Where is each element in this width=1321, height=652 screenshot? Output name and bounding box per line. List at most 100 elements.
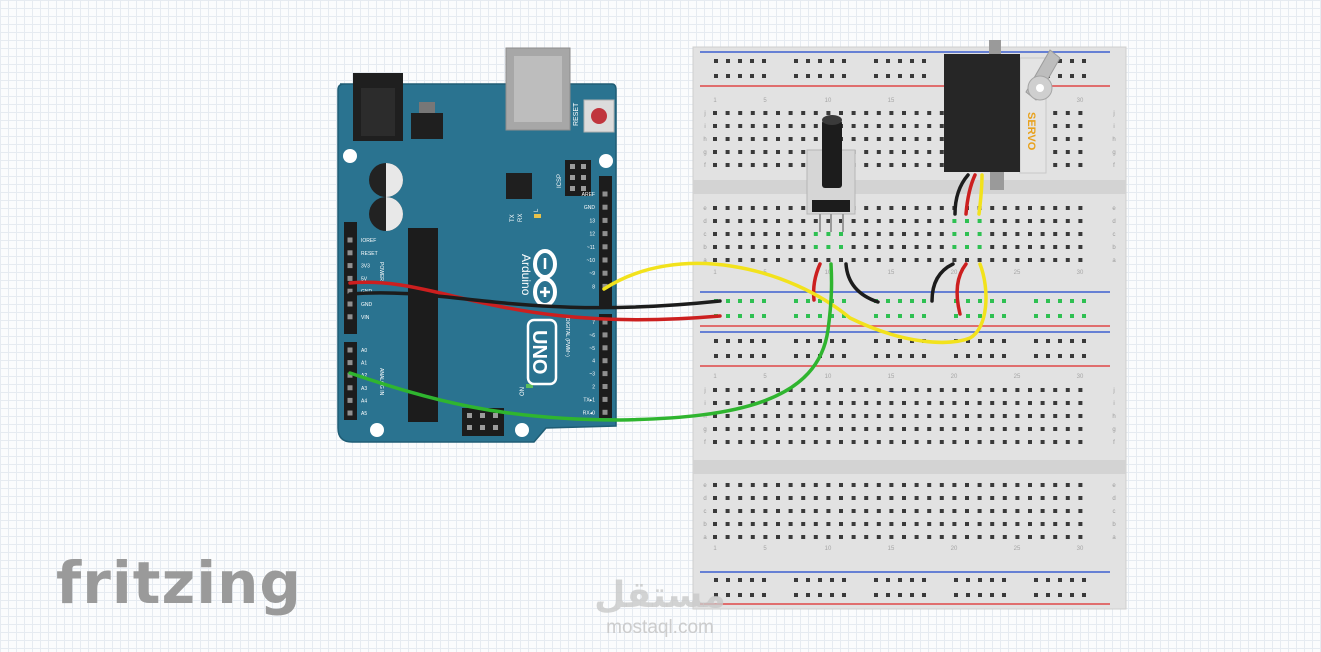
breadboard-hole [1002,483,1007,487]
breadboard-hole [990,219,995,223]
breadboard-hole [713,163,717,167]
breadboard-hole [864,388,869,392]
tx-label: TX [510,214,516,222]
breadboard-hole [965,414,969,418]
breadboard-rail-hole [990,578,994,582]
breadboard-rail-hole [794,59,798,63]
digital-pin [602,231,608,237]
breadboard-hole [1078,496,1083,500]
breadboard-hole [977,522,982,526]
breadboard-hole [813,388,818,392]
breadboard-hole [839,440,843,444]
breadboard-hole [1053,388,1058,392]
breadboard-hole [801,219,806,223]
breadboard-hole [776,137,780,141]
breadboard-rail-hole [794,578,798,582]
breadboard-hole [939,401,944,405]
breadboard-hole [839,535,843,539]
breadboard-hole [876,111,881,115]
breadboard-rail-hole [806,339,810,343]
breadboard-hole [839,496,843,500]
breadboard-hole [788,163,793,167]
arduino-logo [533,249,557,307]
breadboard-rail-hole [990,339,994,343]
breadboard-hole [801,483,806,487]
breadboard-rail-hole [738,74,742,78]
breadboard-hole [902,163,906,167]
breadboard-hole [738,219,743,223]
breadboard-column-number: 15 [888,374,895,380]
potentiometer [806,115,856,232]
breadboard-hole [826,388,831,392]
breadboard-hole [851,232,856,236]
breadboard-rail-hole [874,314,878,318]
breadboard-hole [1040,535,1045,539]
breadboard-hole [927,137,932,141]
breadboard-hole [876,388,881,392]
breadboard-rail-hole [830,339,834,343]
breadboard-rail-hole [1002,339,1006,343]
breadboard-row-letter: f [704,440,706,446]
breadboard-rail-hole [922,593,926,597]
servo-mount-tab [990,172,1004,190]
breadboard-hole [788,206,793,210]
breadboard-row-letter: a [703,258,707,264]
breadboard-hole [977,496,982,500]
breadboard-hole [826,111,831,115]
breadboard-hole [750,388,755,392]
servo-spline [989,40,1001,56]
breadboard-hole [876,440,881,444]
breadboard-hole [1015,401,1020,405]
breadboard-rail-hole [806,578,810,582]
breadboard-hole [713,535,717,539]
servo-lead-brown [953,173,970,216]
breadboard-hole [889,483,894,487]
breadboard-hole [776,206,780,210]
digital-pin [602,371,608,377]
breadboard-hole [1053,258,1058,262]
breadboard-hole [750,535,755,539]
breadboard-hole [738,522,743,526]
breadboard-hole [813,509,818,513]
breadboard-hole [1065,509,1070,513]
breadboard-hole [1002,258,1007,262]
breadboard-hole [839,245,843,249]
breadboard-hole [902,232,906,236]
breadboard-hole [713,245,717,249]
breadboard-rail-hole [922,578,926,582]
reset-button[interactable] [591,108,607,124]
breadboard-rail-hole [874,59,878,63]
dc-power-jack-inner [361,88,395,136]
breadboard-hole [725,414,730,418]
breadboard-hole [1078,440,1083,444]
power-pin [347,275,353,281]
mounting-hole [370,423,384,437]
breadboard-hole [1053,414,1058,418]
breadboard-hole [952,258,957,262]
breadboard-rail-hole [910,593,914,597]
breadboard-hole [1053,124,1058,128]
breadboard-hole [1028,245,1032,249]
breadboard-hole [813,219,818,223]
breadboard-row-letter: b [1112,522,1116,528]
digital-pin-label: ~9 [589,271,595,277]
breadboard-hole [1015,232,1020,236]
breadboard-hole [914,163,919,167]
breadboard-divider-bottom [693,460,1126,474]
breadboard-rail-hole [1058,314,1062,318]
breadboard-hole [1002,401,1007,405]
breadboard-hole [1078,219,1083,223]
breadboard-rail-hole [806,593,810,597]
breadboard-rail-hole [874,339,878,343]
breadboard-hole [851,388,856,392]
digital-pin-label: ~11 [587,245,595,251]
watermark-arabic: مستقل [594,575,726,616]
breadboard-hole [902,535,906,539]
breadboard-hole [1053,401,1058,405]
power-pin [347,263,353,269]
breadboard-hole [952,440,957,444]
fritzing-logo: fritzing [56,549,302,617]
breadboard-hole [952,427,957,431]
breadboard-hole [776,535,780,539]
breadboard-column-number: 1 [713,270,717,276]
